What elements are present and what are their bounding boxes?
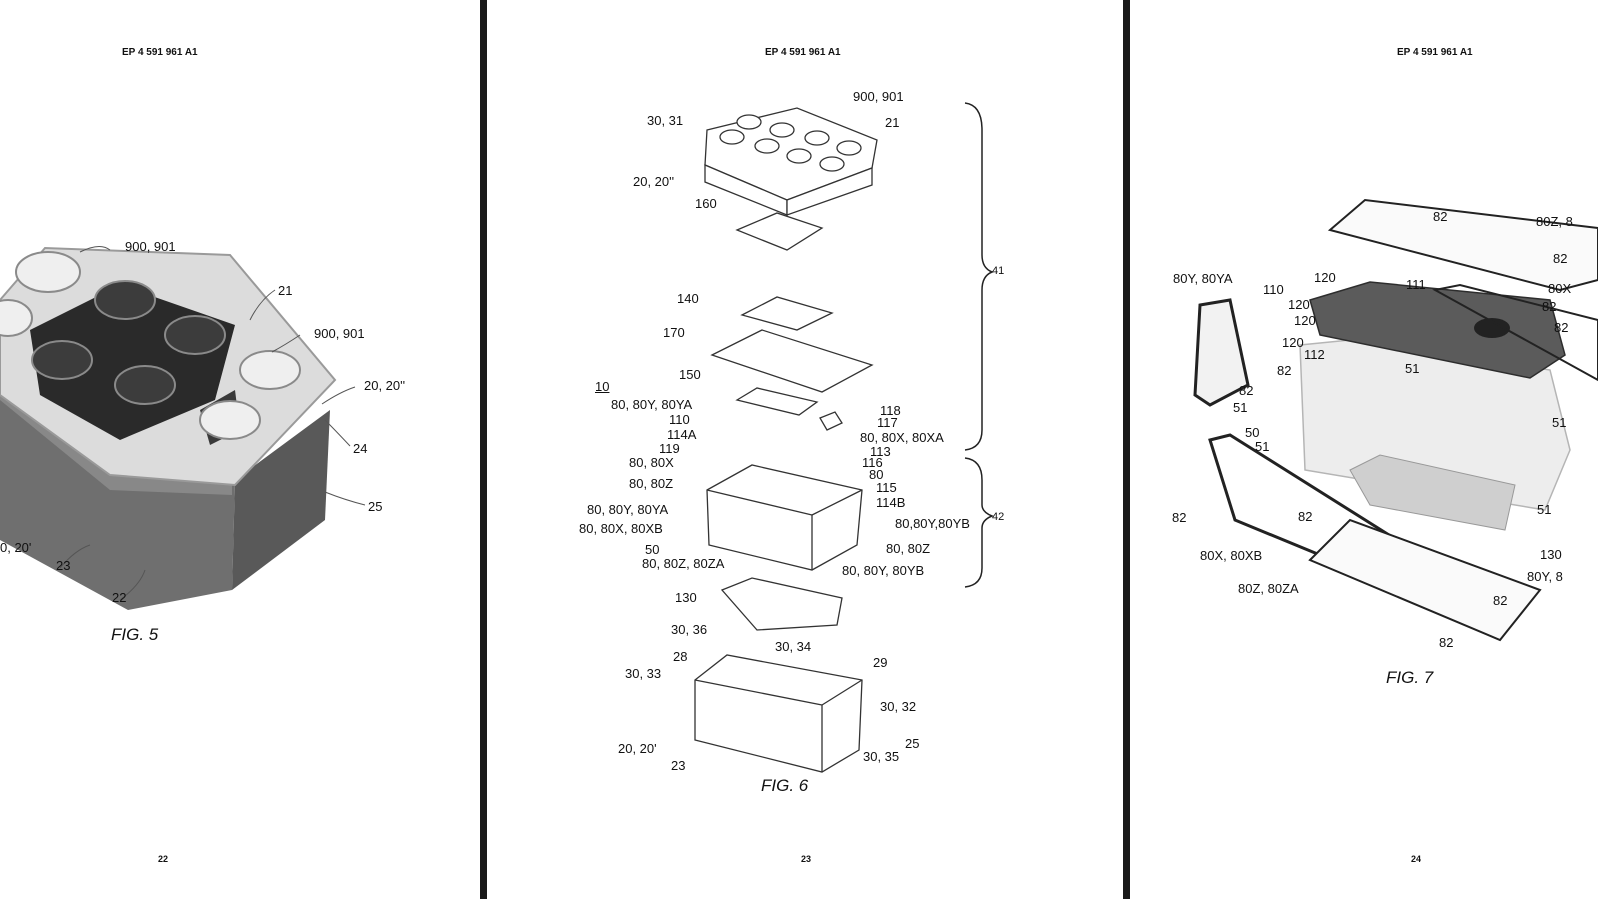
ref-label: 20, 20'' [364,378,406,393]
page-number: 23 [801,854,812,864]
ref-label: 110 [669,412,690,427]
ref-label: 115 [876,480,897,495]
ref-label: 30, 31 [647,113,684,128]
ref-label: 20, 20'' [633,174,675,189]
ref-label: 117 [877,415,898,430]
ref-label: 112 [1304,347,1325,362]
ref-label: 80, 80Z, 80ZA [642,556,725,571]
ref-label: 120 [1294,313,1316,328]
ref-label: 114B [876,495,906,510]
ref-label: 82 [1239,383,1254,398]
ref-label: 25 [368,499,383,514]
ref-label: 20, 20' [618,741,657,756]
ref-label: 120 [1282,335,1304,350]
ref-label: 140 [677,291,699,306]
ref-label: 116 [862,455,883,470]
ref-label: 80, 80X [629,455,674,470]
page-number: 22 [158,854,169,864]
ref-label: 80, 80X, 80XB [579,521,663,536]
ref-label: 25 [905,736,920,751]
ref-label: 114A [667,427,697,442]
ref-label: 50 [645,542,660,557]
ref-label: 80, 80Y, 80YB [842,563,925,578]
ref-label: 51 [1552,415,1567,430]
ref-label: 80, 80X, 80XA [860,430,944,445]
ref-label: 30, 33 [625,666,662,681]
figure-5-photo [0,246,366,610]
ref-label: 82 [1277,363,1292,378]
ref-label: 80Y, 8 [1527,569,1563,584]
ref-label: 80X, 80XB [1200,548,1263,563]
ref-label: 150 [679,367,701,382]
document-page-23: EP 4 591 961 A1 [487,0,1123,899]
patent-header: EP 4 591 961 A1 [122,47,198,58]
ref-label: 120 [1288,297,1310,312]
ref-label: 80,80Y,80YB [895,516,970,531]
figure-caption: FIG. 6 [761,776,809,795]
ref-label: 51 [1233,400,1248,415]
ref-label: 900, 901 [125,239,176,254]
ref-label: 82 [1439,635,1454,650]
patent-header: EP 4 591 961 A1 [1397,47,1473,58]
ref-label: 130 [675,590,697,605]
ref-label: 24 [353,441,368,456]
ref-label: 41 [992,265,1005,277]
ref-label: 900, 901 [853,89,904,104]
ref-label: 30, 34 [775,639,812,654]
ref-label: 80Y, 80YA [1173,271,1233,286]
ref-label: 51 [1537,502,1552,517]
ref-label: 51 [1405,361,1420,376]
ref-label: 50 [1245,425,1260,440]
ref-label: 30, 35 [863,749,900,764]
ref-label: 23 [671,758,686,773]
patent-header: EP 4 591 961 A1 [765,47,841,58]
ref-label: 22 [112,590,127,605]
ref-label: 82 [1433,209,1448,224]
ref-label: 28 [673,649,688,664]
document-page-24: EP 4 591 961 A1 82 80Z, 8 82 80Y, 80YA 1… [1130,0,1598,899]
ref-label: 130 [1540,547,1562,562]
ref-label: 160 [695,196,717,211]
ref-label: 82 [1493,593,1508,608]
ref-label: 82 [1553,251,1568,266]
ref-label: 0, 20' [0,540,32,555]
ref-label: 42 [992,511,1005,523]
ref-label: 113 [870,444,891,459]
ref-label: 21 [278,283,293,298]
ref-label: 120 [1314,270,1336,285]
ref-label: 80 [869,467,884,482]
ref-label: 119 [659,441,680,456]
page-number: 24 [1411,854,1422,864]
ref-label: 30, 32 [880,699,917,714]
document-page-22: EP 4 591 961 A1 [0,0,480,899]
ref-label: 80Z, 80ZA [1238,581,1299,596]
figure-7-photo [1193,198,1598,642]
ref-label: 118 [880,403,901,418]
ref-label: 80Z, 8 [1536,214,1573,229]
ref-label: 82 [1554,320,1569,335]
figure-caption: FIG. 5 [111,625,159,644]
ref-label: 110 [1263,282,1284,297]
ref-label: 80, 80Z [629,476,674,491]
ref-label: 111 [1406,277,1426,292]
ref-label: 30, 36 [671,622,708,637]
figure-caption: FIG. 7 [1386,668,1434,687]
ref-label: 23 [56,558,71,573]
ref-label: 21 [885,115,900,130]
ref-label: 82 [1298,509,1313,524]
ref-label: 80, 80Z [886,541,931,556]
ref-label: 80, 80Y, 80YA [611,397,693,412]
figure-6-exploded-drawing [694,102,995,773]
ref-label: 51 [1255,439,1270,454]
ref-label: 10 [595,379,610,394]
ref-label: 29 [873,655,888,670]
ref-label: 80X [1548,281,1572,296]
ref-label: 900, 901 [314,326,365,341]
ref-label: 82 [1172,510,1187,525]
ref-label: 82 [1542,299,1557,314]
ref-label: 170 [663,325,685,340]
ref-label: 80, 80Y, 80YA [587,502,669,517]
